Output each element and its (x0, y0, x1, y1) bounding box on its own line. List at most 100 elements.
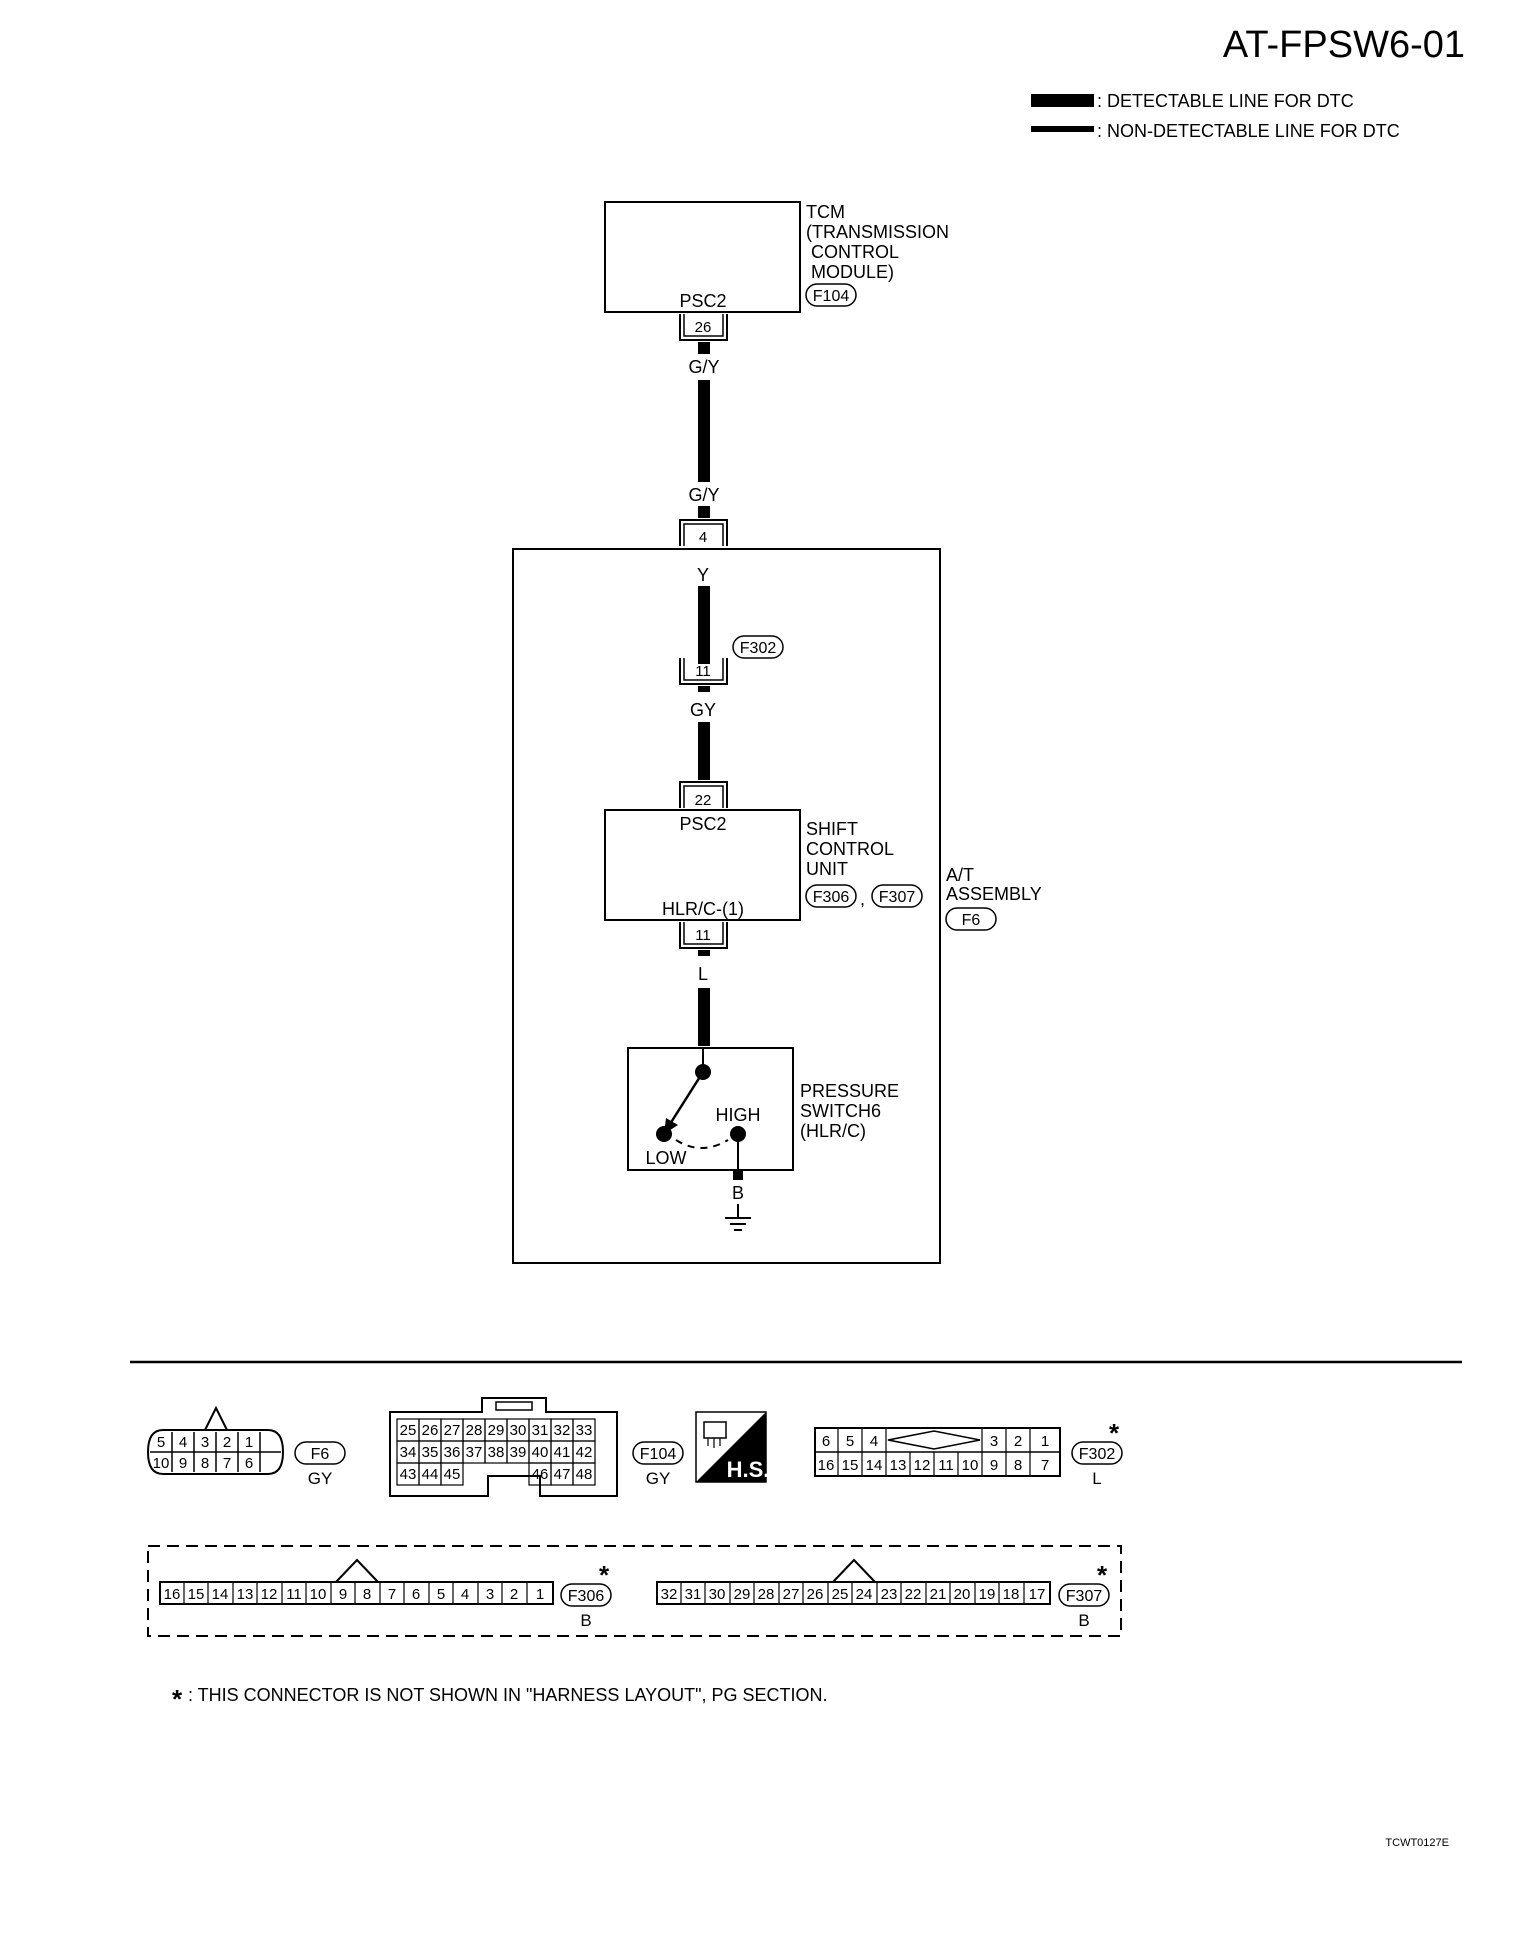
f306-pin: 11 (286, 1586, 302, 1603)
pressure-switch-box (627, 1047, 794, 1171)
f307-id-badge (1058, 1583, 1110, 1607)
tcm-terminal-26: 26 (679, 314, 728, 341)
wire-b-stub (733, 1170, 743, 1180)
f6-key (204, 1405, 228, 1431)
wire-color-gy: GY (690, 700, 716, 720)
f6-pin: 4 (179, 1434, 187, 1451)
f306-key (335, 1558, 379, 1583)
f306-pin: 4 (461, 1586, 469, 1603)
f306-pin: 16 (164, 1586, 181, 1603)
tcm-terminal-name: PSC2 (679, 291, 726, 311)
f302-id: F302 (1079, 1446, 1116, 1463)
scu-box (604, 809, 801, 921)
at-assembly-connector-id: F6 (962, 912, 981, 929)
scu-label-1: SHIFT (806, 819, 858, 839)
f307-star: * (1097, 1560, 1108, 1590)
at-assembly-connector-badge (945, 907, 997, 931)
f307-outline (656, 1581, 1051, 1605)
terminal-number: 11 (695, 663, 711, 680)
switch-low-contact (656, 1126, 672, 1142)
f307-pin: 31 (685, 1586, 702, 1603)
wire-stub (698, 686, 710, 692)
f302-pin: 9 (990, 1457, 998, 1474)
legend-detectable-text: : DETECTABLE LINE FOR DTC (1097, 91, 1354, 111)
f307-pin: 25 (832, 1586, 849, 1603)
f104-pin: 48 (576, 1466, 593, 1483)
scu-terminal-22: 22 (679, 781, 728, 809)
f6-pin: 5 (157, 1434, 165, 1451)
wire-stub (698, 950, 710, 956)
f104-pin: 28 (466, 1422, 483, 1439)
f104-pin: 32 (554, 1422, 571, 1439)
f104-outer-shell (389, 1397, 618, 1497)
terminal-bracket-inner (683, 658, 724, 681)
footnote-text: : THIS CONNECTOR IS NOT SHOWN IN "HARNES… (188, 1685, 828, 1705)
f307-key (832, 1558, 876, 1583)
f6-pin: 10 (153, 1455, 170, 1472)
terminal-bracket (679, 781, 728, 808)
connector-view-f302: 6 5 4 3 2 1 16 15 14 13 12 11 10 9 8 7 *… (814, 1418, 1123, 1488)
f104-pin: 37 (466, 1444, 483, 1461)
f307-pin: 32 (661, 1586, 678, 1603)
hs-connector-icon (703, 1421, 727, 1439)
connector-group-dashed-frame (147, 1545, 1122, 1637)
f307-pin: 20 (954, 1586, 971, 1603)
f306-pin: 5 (437, 1586, 445, 1603)
f104-pin: 25 (400, 1422, 417, 1439)
scu-terminal-11: 11 (679, 922, 728, 949)
f306-outline (159, 1581, 554, 1605)
figure-code: TCWT0127E (1385, 1837, 1449, 1849)
f306-pin: 15 (188, 1586, 205, 1603)
f104-pin: 26 (422, 1422, 439, 1439)
connector-view-f6: 5 4 3 2 1 10 9 8 7 6 F6 GY (146, 1405, 346, 1488)
connector-view-f306: 16 15 14 13 12 11 10 9 8 7 6 5 4 3 2 1 *… (159, 1558, 612, 1630)
f302-connector-id: F302 (740, 640, 777, 657)
f104-pin: 43 (400, 1466, 417, 1483)
f306-pin: 14 (212, 1586, 229, 1603)
f306-pin: 10 (310, 1586, 327, 1603)
f104-pin: 27 (444, 1422, 461, 1439)
f6-pin: 7 (223, 1455, 231, 1472)
f306-pin: 2 (510, 1586, 518, 1603)
ground-symbol (725, 1204, 751, 1231)
f306-id: F306 (568, 1588, 605, 1605)
f104-latch (495, 1401, 533, 1411)
f306-pin: 1 (536, 1586, 544, 1603)
terminal-bracket (679, 658, 728, 685)
connector-view-f307: 32 31 30 29 28 27 26 25 24 23 22 21 20 1… (656, 1558, 1110, 1630)
scu-connector-separator: , (860, 889, 865, 909)
scu-connector-id-1: F306 (813, 889, 850, 906)
pressure-switch-label-1: PRESSURE (800, 1081, 899, 1101)
f302-terminal-11: 11 F302 (679, 635, 784, 685)
f6-pin: 1 (245, 1434, 253, 1451)
tcm-label-1: TCM (806, 202, 845, 222)
f6-outline (146, 1429, 285, 1475)
f302-pin: 15 (842, 1457, 859, 1474)
f302-pin: 6 (822, 1433, 830, 1450)
terminal-number: 22 (695, 792, 712, 809)
f307-pin: 30 (709, 1586, 726, 1603)
tcm-label-3: CONTROL (806, 242, 899, 262)
terminal-number: 11 (695, 927, 711, 944)
pressure-switch-label-3: (HLR/C) (800, 1121, 866, 1141)
legend-detectable-line-sample (1031, 94, 1094, 107)
terminal-bracket-inner (683, 922, 724, 945)
wire-gy-detectable (698, 380, 710, 482)
wire-gy-detectable-2 (698, 722, 710, 780)
f307-pin: 22 (905, 1586, 922, 1603)
terminal-number: 4 (699, 529, 707, 546)
f104-pin: 36 (444, 1444, 461, 1461)
tcm-label-4: MODULE) (806, 262, 894, 282)
tcm-connector-id: F104 (813, 288, 850, 305)
f6-pin: 9 (179, 1455, 187, 1472)
pressure-switch-label-2: SWITCH6 (800, 1101, 881, 1121)
f6-pin: 8 (201, 1455, 209, 1472)
terminal-bracket-inner (683, 785, 724, 808)
f104-pin-cell (440, 1462, 464, 1486)
switch-high-label: HIGH (716, 1105, 761, 1125)
f104-pin: 38 (488, 1444, 505, 1461)
f306-pin: 7 (388, 1586, 396, 1603)
f306-star: * (599, 1560, 610, 1590)
f104-id: F104 (640, 1446, 677, 1463)
